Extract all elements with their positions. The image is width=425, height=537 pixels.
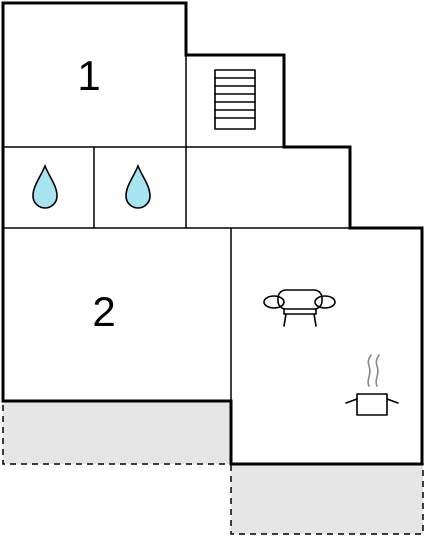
terrace-right bbox=[230, 463, 424, 535]
room-1-label: 1 bbox=[77, 52, 100, 99]
stairs-icon bbox=[214, 69, 256, 130]
sofa-icon bbox=[263, 289, 336, 327]
water-drop-icon bbox=[125, 163, 151, 209]
room-2-label: 2 bbox=[92, 288, 115, 335]
outer-wall bbox=[1, 1, 424, 466]
terrace-left bbox=[2, 400, 232, 465]
water-drop-icon bbox=[32, 163, 58, 209]
cooking-pot-icon bbox=[345, 354, 399, 416]
